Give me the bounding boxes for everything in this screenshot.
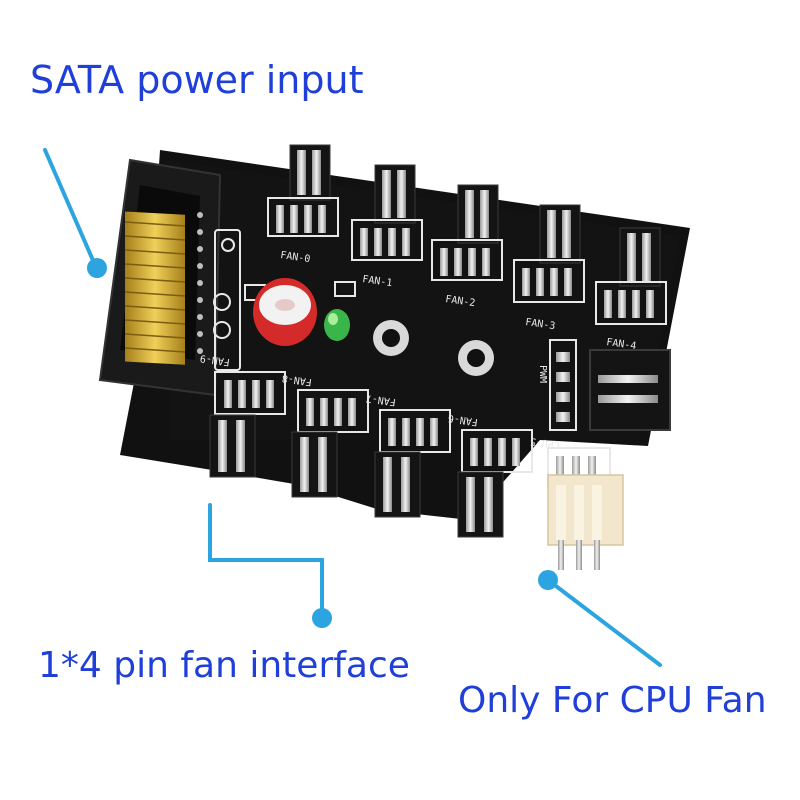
fan-connector-2 bbox=[431, 184, 503, 281]
label-fan-2: FAN-2 bbox=[445, 294, 476, 309]
fan-connector-1 bbox=[351, 164, 423, 261]
top-fan-connectors bbox=[267, 144, 667, 325]
fan-connector-6 bbox=[457, 429, 533, 538]
label-fan-0: FAN-0 bbox=[280, 250, 311, 265]
sata-power-input-label: SATA power input bbox=[30, 58, 364, 102]
cpu-fan-connector bbox=[547, 447, 624, 570]
sata-connector bbox=[98, 158, 222, 397]
label-fan-8: FAN-8 bbox=[281, 372, 312, 387]
cpu-callout-pointer bbox=[538, 570, 662, 667]
label-fan-4: FAN-4 bbox=[606, 337, 637, 352]
fan-connector-9 bbox=[209, 371, 286, 478]
label-cpu-5: CPU-5 bbox=[529, 435, 560, 450]
fan-interface-label: 1*4 pin fan interface bbox=[38, 645, 410, 686]
callout-lines bbox=[43, 148, 662, 667]
fan-connector-7 bbox=[374, 409, 451, 518]
solder-pins-column bbox=[197, 212, 203, 354]
sata-callout-pointer bbox=[43, 148, 107, 278]
label-fan-6: FAN-6 bbox=[447, 412, 478, 427]
fan-connector-3 bbox=[513, 204, 585, 303]
sata-gold-contacts bbox=[124, 211, 186, 365]
capacitor bbox=[253, 278, 317, 346]
mounting-holes bbox=[373, 320, 494, 376]
fan-connector-8 bbox=[291, 389, 369, 498]
fan-interface-callout-pointer bbox=[208, 503, 332, 628]
cpu-fan-only-label: Only For CPU Fan bbox=[458, 680, 767, 721]
label-fan-1: FAN-1 bbox=[362, 274, 393, 289]
label-fan-7: FAN-7 bbox=[365, 392, 396, 407]
fan-connector-0 bbox=[267, 144, 339, 237]
fan-connector-4 bbox=[595, 227, 667, 325]
bottom-fan-connectors bbox=[209, 371, 624, 570]
label-pwm: PWM bbox=[537, 365, 548, 383]
label-fan-9: FAN-9 bbox=[199, 352, 230, 367]
pwm-header bbox=[549, 339, 671, 431]
silkscreen-outlines bbox=[213, 229, 356, 371]
power-led bbox=[324, 309, 350, 341]
label-fan-3: FAN-3 bbox=[525, 317, 556, 332]
silkscreen-labels: FAN-0 FAN-1 FAN-2 FAN-3 FAN-4 FAN-9 FAN-… bbox=[199, 250, 637, 450]
